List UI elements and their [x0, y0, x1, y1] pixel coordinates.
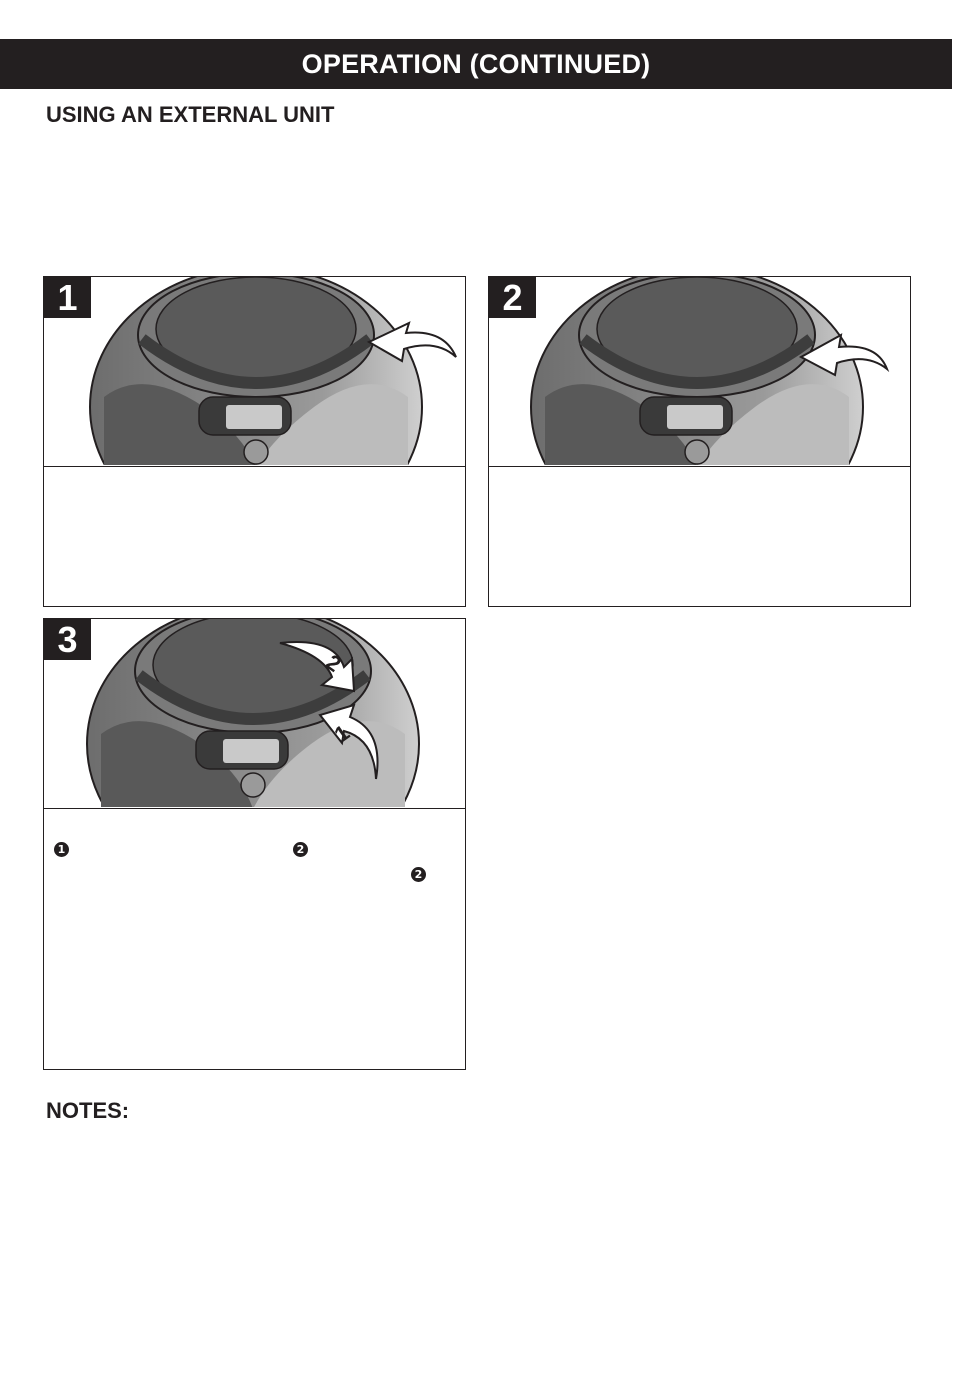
circled-number-icon-1: 1 — [54, 842, 69, 857]
curved-arrow-icon — [798, 333, 890, 377]
step-panel-3: 2 1 3 1 2 2 — [43, 618, 466, 1070]
step-3-illustration: 2 1 — [44, 619, 465, 809]
notes-title: NOTES: — [46, 1098, 130, 1123]
step-panel-1: 1 — [43, 276, 466, 607]
step-number-1: 1 — [44, 277, 91, 318]
circled-number-icon-2: 2 — [293, 842, 308, 857]
page-header-title: OPERATION (CONTINUED) — [301, 48, 651, 79]
step-number-3: 3 — [44, 619, 91, 660]
circled-number-icon-2b: 2 — [411, 867, 426, 882]
curved-arrow-icon-1 — [318, 703, 379, 780]
section-title: USING AN EXTERNAL UNIT — [46, 102, 335, 127]
step-number-2: 2 — [489, 277, 536, 318]
curved-arrow-icon — [366, 321, 457, 363]
boombox-illustration-1 — [89, 277, 457, 465]
boombox-illustration-3: 2 1 — [86, 619, 420, 807]
step-panel-2: 2 — [488, 276, 911, 607]
step-1-illustration — [44, 277, 465, 467]
page-header: OPERATION (CONTINUED) — [0, 39, 952, 89]
step-2-illustration — [489, 277, 910, 467]
curved-arrow-icon-2 — [279, 641, 356, 693]
boombox-illustration-2 — [530, 277, 890, 465]
